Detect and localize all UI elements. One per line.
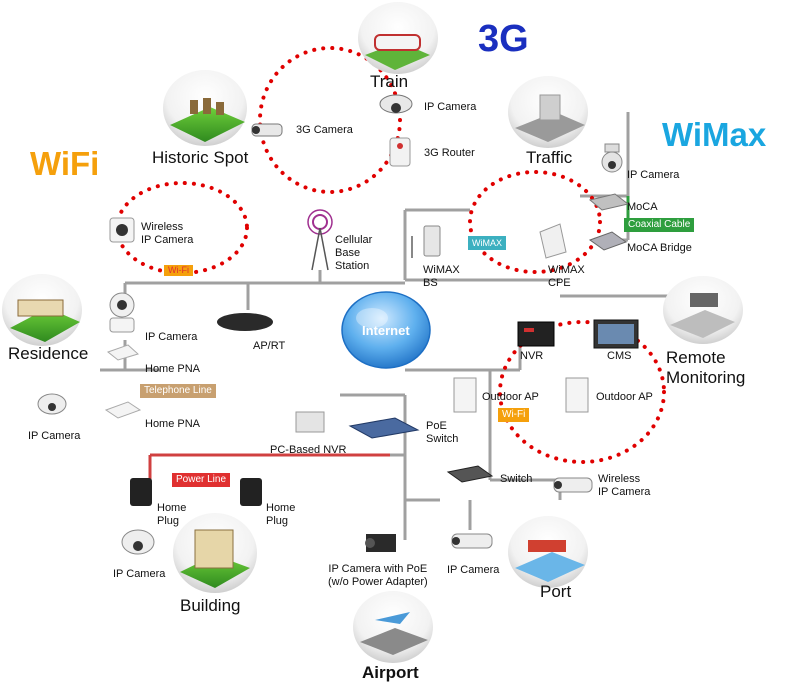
nvr-icon <box>517 321 555 347</box>
ip-camera-poe-icon <box>365 534 396 552</box>
dome-port <box>508 516 588 588</box>
network-cables <box>100 112 680 540</box>
dome-historic <box>163 70 247 146</box>
home-pna-icon-1 <box>106 344 139 361</box>
label-home-plug-2: Home Plug <box>266 502 296 527</box>
tag-power-line: Power Line <box>172 473 231 487</box>
dome-remote-monitoring <box>663 276 743 344</box>
dome-traffic <box>508 76 588 148</box>
dome-building <box>173 513 257 593</box>
label-3g-camera: 3G Camera <box>296 124 353 136</box>
cellular-tower-icon <box>307 209 333 271</box>
tag-telephone-line: Telephone Line <box>140 384 216 398</box>
wireless-ip-camera-icon-port <box>553 477 593 493</box>
tag-wifi-bar: Wi-Fi <box>164 265 193 276</box>
poe-switch-icon <box>348 417 420 439</box>
title-3g: 3G <box>478 18 529 60</box>
region-port: Port <box>540 582 572 601</box>
region-traffic: Traffic <box>526 148 573 167</box>
label-outdoor-ap-2: Outdoor AP <box>596 391 653 403</box>
label-moca: MoCA <box>627 201 658 213</box>
tag-coaxial-cable: Coaxial Cable <box>624 218 695 232</box>
ip-camera-bullet-icon-port <box>451 533 493 549</box>
home-plug-icon-1 <box>130 478 152 506</box>
label-wimax-bs: WiMAX BS <box>423 264 460 289</box>
outdoor-ap-icon-1 <box>453 377 477 413</box>
label-poe-switch: PoE Switch <box>426 420 459 445</box>
wireless-zones <box>115 46 666 464</box>
zone-3g <box>258 46 402 194</box>
title-wimax: WiMax <box>662 116 767 153</box>
ip-camera-dome-icon-residence <box>37 393 67 415</box>
home-plug-icon-2 <box>240 478 262 506</box>
label-3g-router: 3G Router <box>424 147 475 159</box>
three-g-router-icon <box>389 137 411 167</box>
cms-icon <box>593 319 639 349</box>
dome-residence <box>2 274 82 346</box>
region-historic-spot: Historic Spot <box>152 148 249 167</box>
label-switch: Switch <box>500 473 533 485</box>
label-ap-rt: AP/RT <box>253 340 286 352</box>
region-residence: Residence <box>8 344 89 363</box>
three-g-camera-icon <box>251 123 283 137</box>
region-building: Building <box>180 596 241 615</box>
region-airport: Airport <box>362 663 419 682</box>
label-outdoor-ap-1: Outdoor AP <box>482 391 539 403</box>
label-pc-based-nvr: PC-Based NVR <box>270 444 347 456</box>
zone-wimax <box>468 170 602 274</box>
ptz-camera-icon-traffic <box>601 143 623 173</box>
outdoor-ap-icon-2 <box>565 377 589 413</box>
label-home-pna-1: Home PNA <box>145 363 201 375</box>
wimax-cpe-icon <box>539 223 567 259</box>
ip-camera-dome-icon-train <box>379 94 413 114</box>
dome-train <box>358 2 438 74</box>
label-home-plug-1: Home Plug <box>157 502 187 527</box>
region-train: Train <box>370 72 409 91</box>
label-nvr: NVR <box>520 350 544 362</box>
wimax-bs-icon <box>411 225 441 258</box>
dome-airport <box>353 591 433 663</box>
label-ip-camera-train: IP Camera <box>424 101 477 113</box>
home-pna-icon-2 <box>104 401 142 419</box>
label-wimax-cpe: WiMAX CPE <box>548 264 585 289</box>
label-wireless-ip-camera-port: Wireless IP Camera <box>598 473 651 498</box>
label-cellular-base-station: Cellular Base Station <box>335 234 373 272</box>
ip-camera-icon-residence <box>109 292 135 333</box>
wireless-ip-camera-icon-wifi <box>109 217 135 243</box>
ip-camera-dome-icon-building <box>121 529 155 555</box>
pc-based-nvr-icon <box>295 411 325 433</box>
internet-cloud <box>341 291 431 369</box>
label-home-pna-2: Home PNA <box>145 418 201 430</box>
region-remote-monitoring: Remote Monitoring <box>666 348 746 387</box>
moca-device-icon <box>588 193 630 211</box>
label-moca-bridge: MoCA Bridge <box>627 242 692 254</box>
zone-remote <box>498 320 666 464</box>
label-ip-camera-poe: IP Camera with PoE (w/o Power Adapter) <box>328 563 428 588</box>
label-ip-camera-residence: IP Camera <box>145 331 198 343</box>
title-wifi: WiFi <box>30 145 100 182</box>
label-cms: CMS <box>607 350 632 362</box>
ap-router-icon <box>217 313 273 331</box>
label-ip-camera-port: IP Camera <box>447 564 500 576</box>
tag-wifi-link: Wi-Fi <box>498 408 530 422</box>
label-ip-camera-building: IP Camera <box>113 568 166 580</box>
label-ip-camera-traffic: IP Camera <box>627 169 680 181</box>
moca-bridge-icon <box>588 231 628 251</box>
label-ip-camera-dome-residence: IP Camera <box>28 430 81 442</box>
internet-label: Internet <box>362 323 410 338</box>
label-wireless-ip-camera-wifi: Wireless IP Camera <box>141 221 194 246</box>
tag-wimax-link: WiMAX <box>468 236 506 250</box>
switch-icon <box>446 465 494 483</box>
